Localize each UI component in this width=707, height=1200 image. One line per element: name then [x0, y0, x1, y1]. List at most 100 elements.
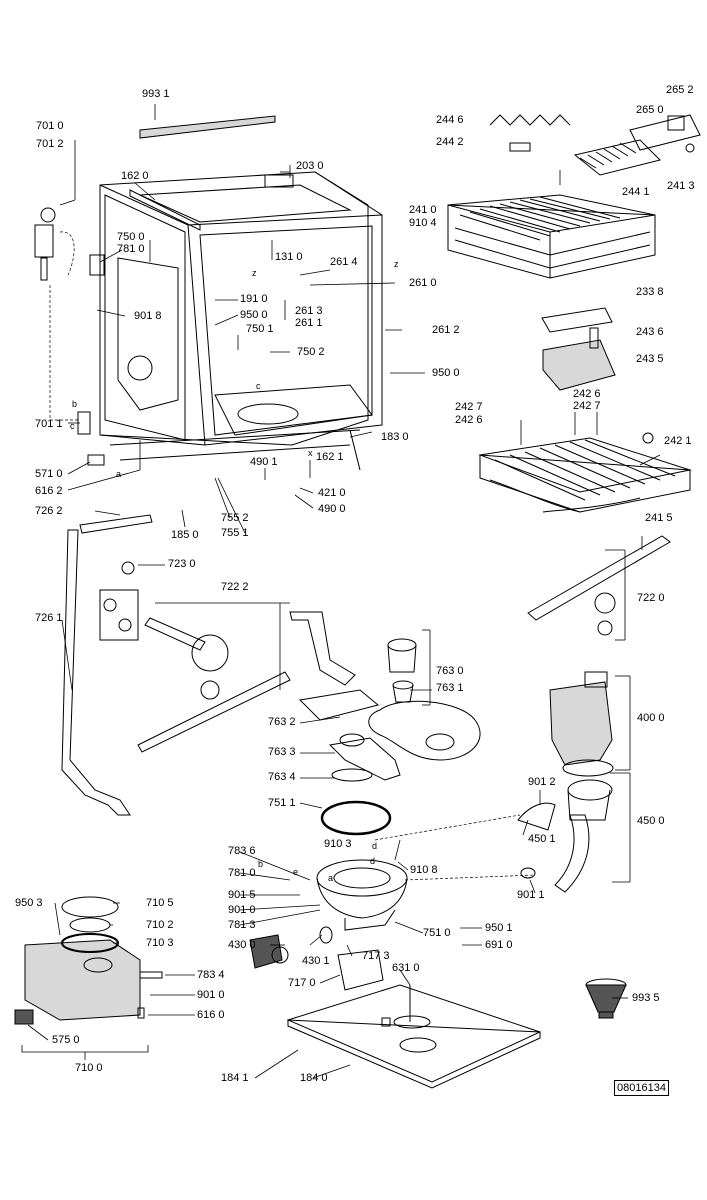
part-label: 450 1 — [528, 833, 556, 845]
drawing-code: 08016134 — [614, 1080, 669, 1096]
part-label: 755 2 — [221, 512, 249, 524]
part-label: 450 0 — [637, 815, 665, 827]
part-label: 261 0 — [409, 277, 437, 289]
part-label: 162 1 — [316, 451, 344, 463]
part-label: 781 0 — [228, 867, 256, 879]
connection-marker: a — [328, 873, 334, 883]
part-label: 701 2 — [36, 138, 64, 150]
part-label: 750 1 — [246, 323, 274, 335]
salt-funnel — [585, 978, 627, 1019]
part-label: 901 0 — [228, 904, 256, 916]
part-label: 691 0 — [485, 939, 513, 951]
part-label: 701 1 — [35, 418, 63, 430]
part-label: 950 3 — [15, 897, 43, 909]
upper-spray-arm — [527, 535, 671, 636]
part-label: 243 5 — [636, 353, 664, 365]
part-label: 184 0 — [300, 1072, 328, 1084]
part-label: 781 0 — [117, 243, 145, 255]
part-label: 710 3 — [146, 937, 174, 949]
circulation-pump — [517, 671, 614, 893]
connection-marker: c — [70, 421, 75, 431]
connection-marker: c — [256, 381, 261, 391]
part-label: 781 3 — [228, 919, 256, 931]
part-label: 242 1 — [664, 435, 692, 447]
part-label: 242 6 — [455, 414, 483, 426]
part-label: 783 4 — [197, 969, 225, 981]
part-label: 203 0 — [296, 160, 324, 172]
part-label: 242 6 — [573, 388, 601, 400]
part-label: 261 4 — [330, 256, 358, 268]
leader-lines — [27, 104, 661, 1079]
connection-marker: a — [116, 469, 122, 479]
part-label: 910 3 — [324, 838, 352, 850]
part-label: 723 0 — [168, 558, 196, 570]
part-label: 162 0 — [121, 170, 149, 182]
upper-basket — [447, 194, 656, 279]
part-label: 241 3 — [667, 180, 695, 192]
part-label: 265 0 — [636, 104, 664, 116]
part-label: 185 0 — [171, 529, 199, 541]
part-label: 901 1 — [517, 889, 545, 901]
part-label: 722 2 — [221, 581, 249, 593]
drain-pump — [249, 926, 384, 991]
part-label: 490 1 — [250, 456, 278, 468]
part-label: 400 0 — [637, 712, 665, 724]
part-label: 490 0 — [318, 503, 346, 515]
part-label: 631 0 — [392, 962, 420, 974]
part-label: 901 8 — [134, 310, 162, 322]
part-label: 950 1 — [485, 922, 513, 934]
sump — [316, 814, 536, 931]
part-label: 421 0 — [318, 487, 346, 499]
water-softener — [14, 896, 163, 1060]
part-label: 616 2 — [35, 485, 63, 497]
part-label: 265 2 — [666, 84, 694, 96]
part-label: 616 0 — [197, 1009, 225, 1021]
part-label: 750 2 — [297, 346, 325, 358]
part-label: 710 2 — [146, 919, 174, 931]
part-label: 783 6 — [228, 845, 256, 857]
connection-marker: b — [258, 859, 264, 869]
part-label: 717 3 — [362, 950, 390, 962]
part-label: 233 8 — [636, 286, 664, 298]
connection-marker: z — [394, 259, 399, 269]
part-label: 901 2 — [528, 776, 556, 788]
connection-marker: b — [72, 399, 78, 409]
part-label: 242 7 — [455, 401, 483, 413]
inlet-hose-assembly — [34, 207, 105, 466]
part-label: 710 0 — [75, 1062, 103, 1074]
part-label: 430 0 — [228, 939, 256, 951]
connection-marker: e — [293, 867, 299, 877]
part-label: 430 1 — [302, 955, 330, 967]
part-label: 183 0 — [381, 431, 409, 443]
rack-accessories — [489, 114, 701, 391]
part-label: 261 2 — [432, 324, 460, 336]
part-label: 701 0 — [36, 120, 64, 132]
part-label: 763 2 — [268, 716, 296, 728]
part-label: 993 5 — [632, 992, 660, 1004]
part-label: 184 1 — [221, 1072, 249, 1084]
part-label: 244 2 — [436, 136, 464, 148]
part-label: 242 7 — [573, 400, 601, 412]
part-label: 763 0 — [436, 665, 464, 677]
connection-marker: d — [372, 841, 378, 851]
part-label: 575 0 — [52, 1034, 80, 1046]
part-label: 241 5 — [645, 512, 673, 524]
connection-marker: x — [308, 448, 313, 458]
part-label: 717 0 — [288, 977, 316, 989]
part-label: 910 8 — [410, 864, 438, 876]
part-label: 751 0 — [423, 927, 451, 939]
part-label: 261 3 — [295, 305, 323, 317]
part-label: 726 1 — [35, 612, 63, 624]
part-label: 901 0 — [197, 989, 225, 1001]
part-label: 993 1 — [142, 88, 170, 100]
lower-basket — [478, 412, 692, 513]
part-label: 191 0 — [240, 293, 268, 305]
part-label: 261 1 — [295, 317, 323, 329]
part-label: 244 1 — [622, 186, 650, 198]
part-label: 131 0 — [275, 251, 303, 263]
part-label: 763 1 — [436, 682, 464, 694]
top-insulation-strip — [139, 115, 276, 139]
filter-assembly — [298, 638, 481, 836]
part-label: 243 6 — [636, 326, 664, 338]
